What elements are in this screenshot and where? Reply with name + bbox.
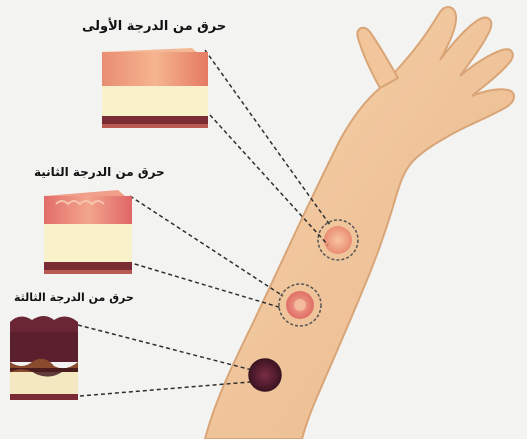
label-first-degree-burn: حرق من الدرجة الأولى [82,20,226,33]
leader-line-first-bottom [210,115,328,245]
leader-line-second-bottom [128,262,282,308]
thumb-illustration [357,28,398,88]
label-third-degree-burn: حرق من الدرجة الثالثة [14,292,134,303]
skin-block-third-degree [10,316,78,400]
burn-spot-third-degree [249,359,281,391]
label-second-degree-burn: حرق من الدرجة الثانية [34,166,165,178]
leader-line-second-top [130,196,283,296]
skin-block-second-degree [44,190,132,274]
skin-block-first-degree [102,48,208,128]
leader-line-first-top [205,50,330,225]
leader-line-third-top [78,325,252,370]
